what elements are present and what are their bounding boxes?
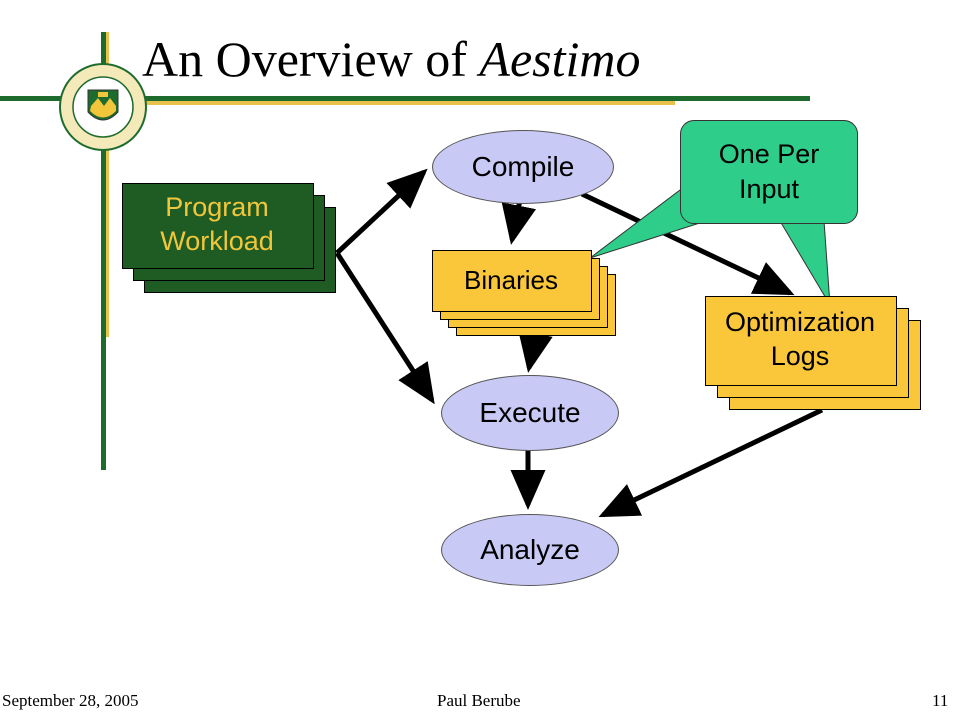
analyze-node: Analyze (441, 514, 619, 586)
arrow-binaries-execute (518, 330, 553, 373)
frame-vertical-line (101, 32, 106, 470)
frame-horizontal-accent (110, 101, 675, 105)
execute-node: Execute (441, 375, 619, 451)
arrow-logs-analyze (598, 407, 824, 518)
arrow-workload-compile (335, 168, 428, 255)
binaries-label: Binaries (464, 264, 558, 295)
frame-horizontal-line (0, 96, 810, 101)
arrow-compile-logs (580, 191, 795, 296)
compile-node: Compile (432, 130, 614, 204)
footer-date: September 28, 2005 (2, 691, 139, 710)
arrow-workload-execute (334, 251, 435, 405)
frame-vertical-accent (106, 32, 109, 337)
slide-title: An Overview of Aestimo (142, 31, 641, 87)
arrow-compile-binaries (501, 199, 537, 245)
university-crest-icon (59, 63, 147, 151)
footer-page-number: 11 (932, 691, 949, 710)
footer-author: Paul Berube (437, 691, 521, 710)
